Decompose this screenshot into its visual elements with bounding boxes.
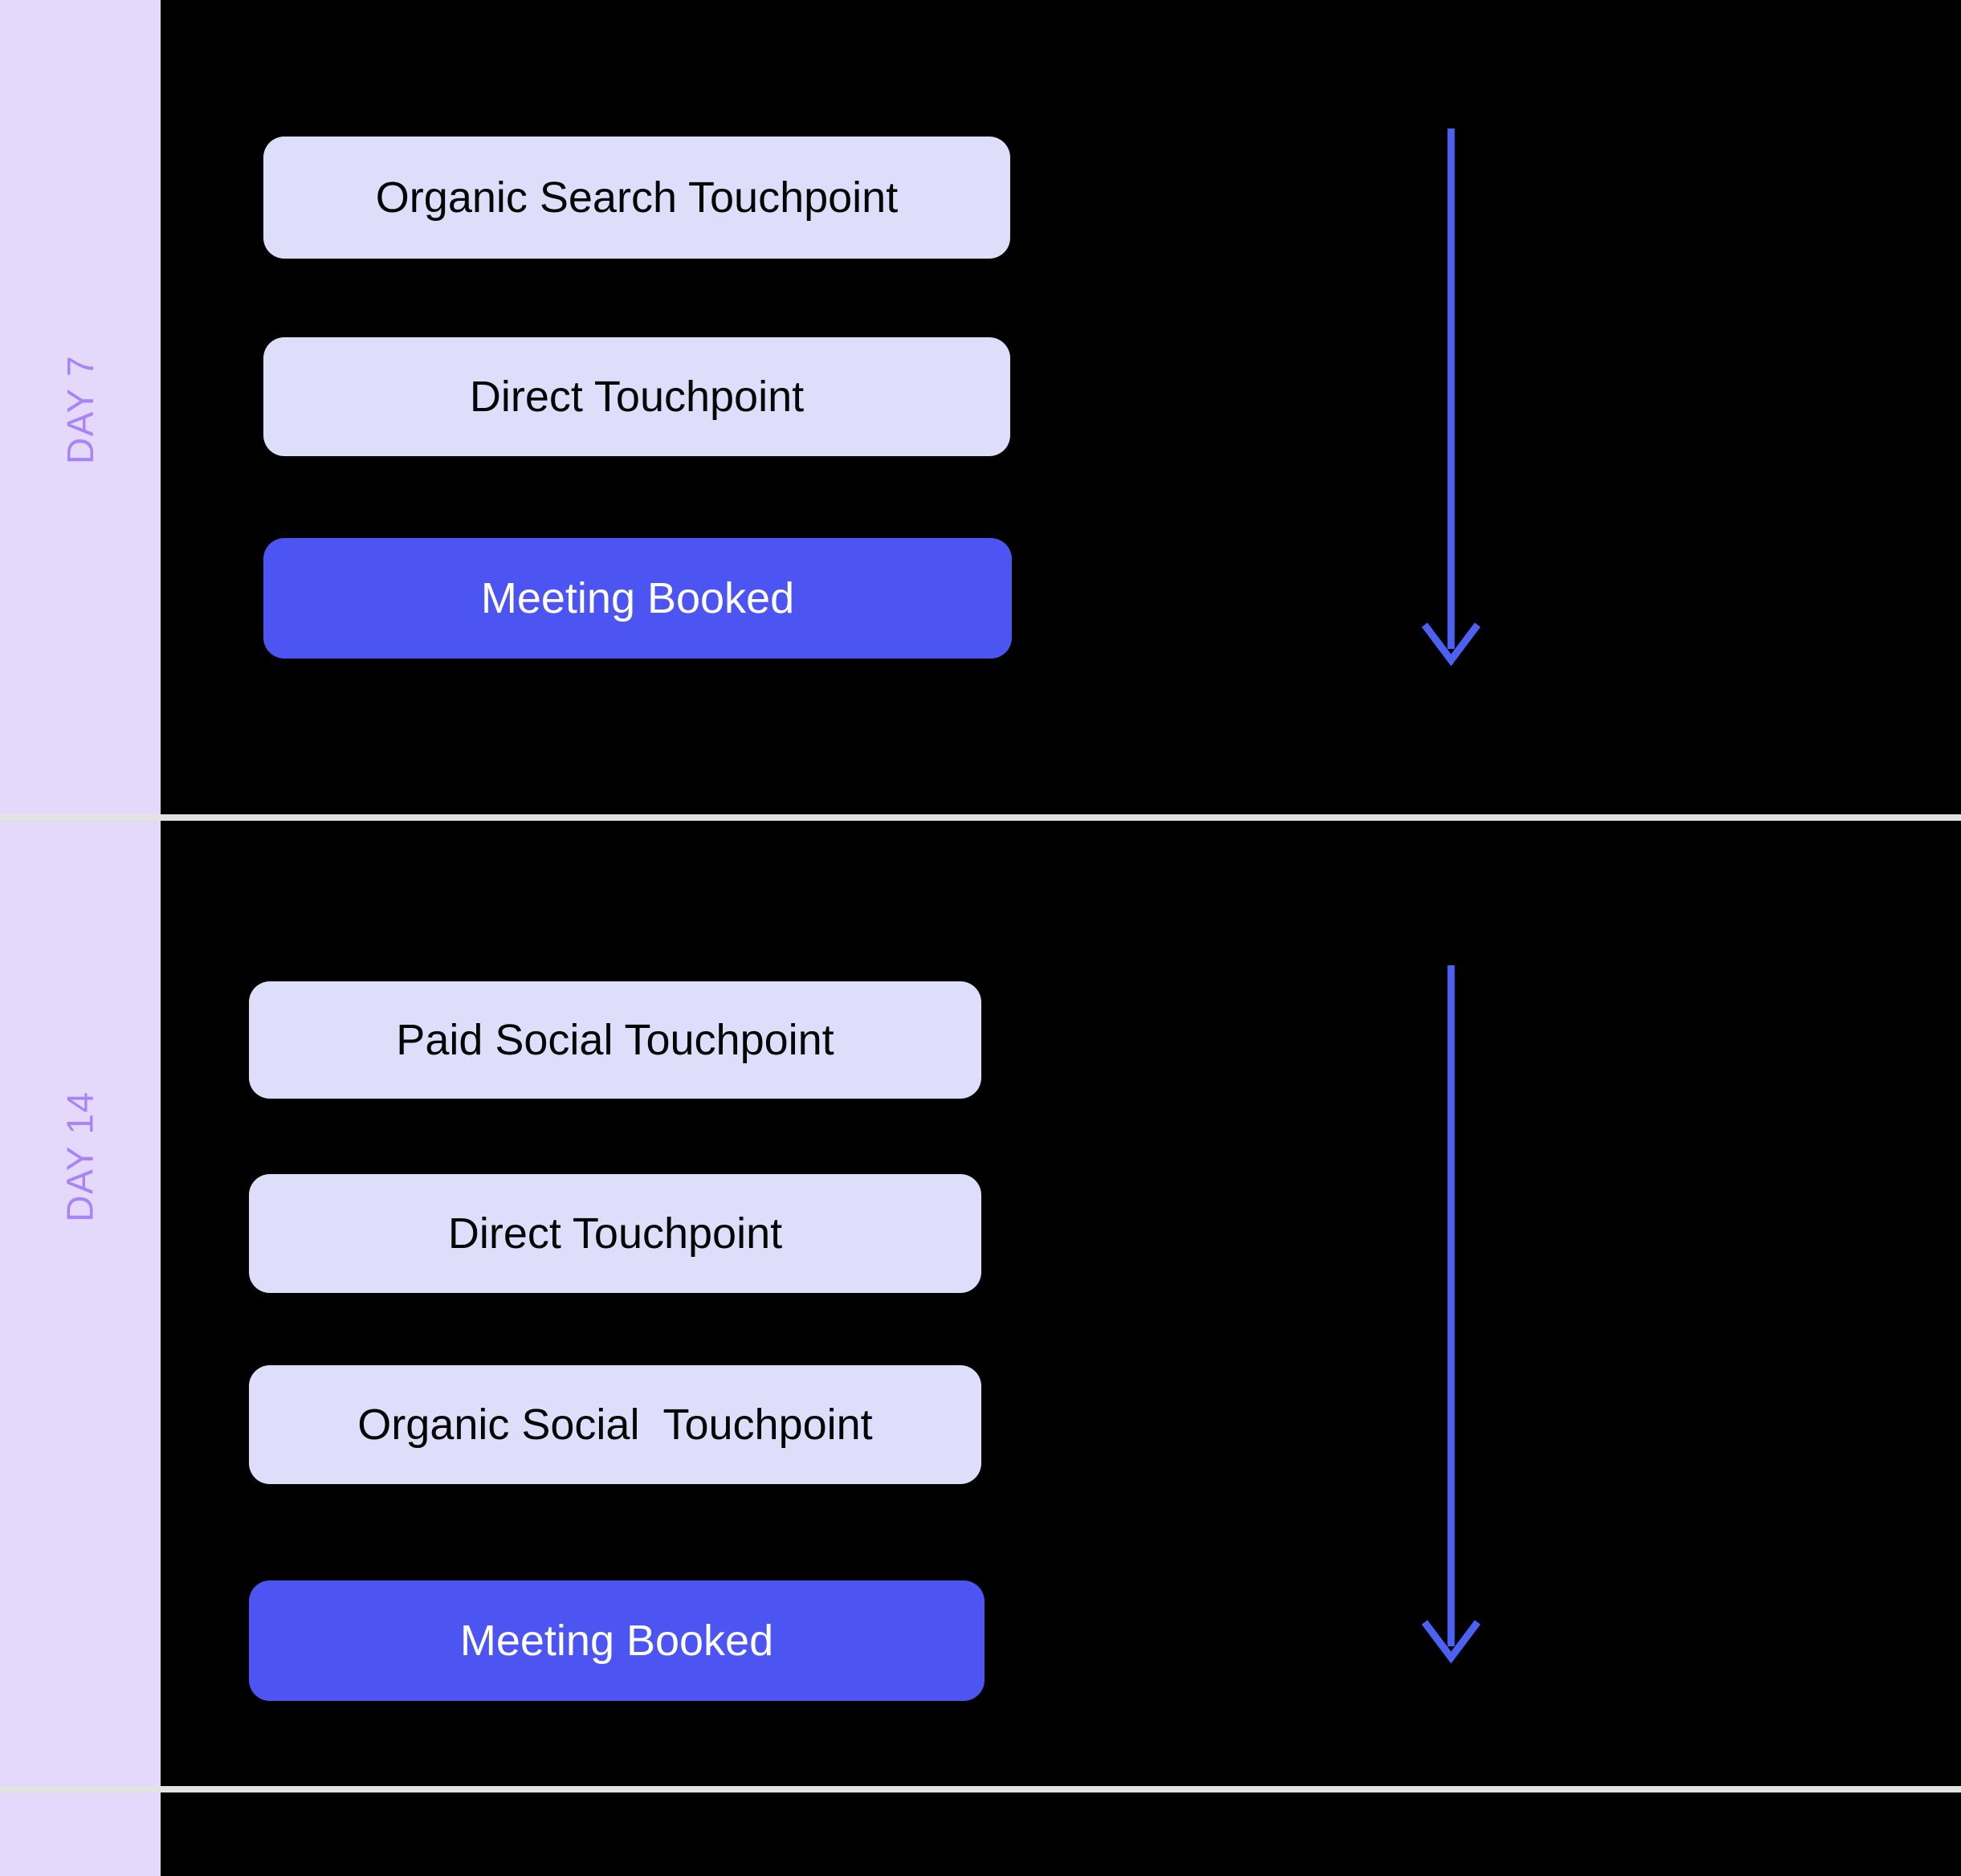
timeline-step-meeting-booked[interactable]: Meeting Booked xyxy=(249,1580,985,1701)
day-label-text: DAY 7 xyxy=(59,354,101,465)
timeline-step-organic-search-touchpoint[interactable]: Organic Search Touchpoint xyxy=(263,137,1010,259)
day-rail: DAY 7 DAY 14 xyxy=(0,0,161,1876)
section-divider xyxy=(0,1786,1961,1792)
down-arrow-icon xyxy=(1421,965,1481,1664)
day-label-text: DAY 14 xyxy=(59,1091,101,1222)
day-label-day-7: DAY 7 xyxy=(0,305,161,514)
down-arrow-icon xyxy=(1421,128,1481,667)
timeline-step-direct-touchpoint[interactable]: Direct Touchpoint xyxy=(263,337,1010,456)
timeline-step-paid-social-touchpoint[interactable]: Paid Social Touchpoint xyxy=(249,981,981,1099)
timeline-section-day-14: Paid Social Touchpoint Direct Touchpoint… xyxy=(161,821,1961,1786)
timeline-step-direct-touchpoint[interactable]: Direct Touchpoint xyxy=(249,1174,981,1293)
timeline-step-organic-social-touchpoint[interactable]: Organic Social Touchpoint xyxy=(249,1365,981,1484)
timeline-step-meeting-booked[interactable]: Meeting Booked xyxy=(263,538,1012,659)
timeline-section-day-7: Organic Search Touchpoint Direct Touchpo… xyxy=(161,0,1961,814)
day-label-day-14: DAY 14 xyxy=(0,1036,161,1277)
section-divider xyxy=(0,814,1961,821)
